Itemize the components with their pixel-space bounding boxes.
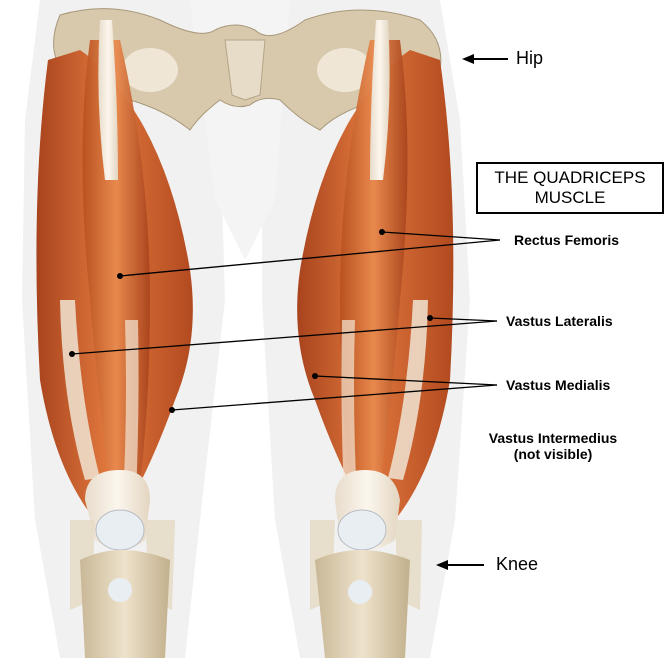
rectus-femoris-label: Rectus Femoris [514, 232, 619, 248]
hip-label: Hip [516, 48, 543, 69]
title-line-2: MUSCLE [535, 188, 606, 208]
vastus-lateralis-label: Vastus Lateralis [506, 313, 613, 329]
hip-arrow-icon [462, 54, 508, 64]
vastus-intermedius-label: Vastus Intermedius (not visible) [478, 430, 628, 462]
title-line-1: THE QUADRICEPS [494, 168, 645, 188]
vastus-intermedius-line-2: (not visible) [478, 446, 628, 462]
vastus-medialis-label: Vastus Medialis [506, 377, 610, 393]
diagram-title-box: THE QUADRICEPS MUSCLE [476, 162, 664, 214]
knee-label: Knee [496, 554, 538, 575]
vastus-intermedius-line-1: Vastus Intermedius [478, 430, 628, 446]
